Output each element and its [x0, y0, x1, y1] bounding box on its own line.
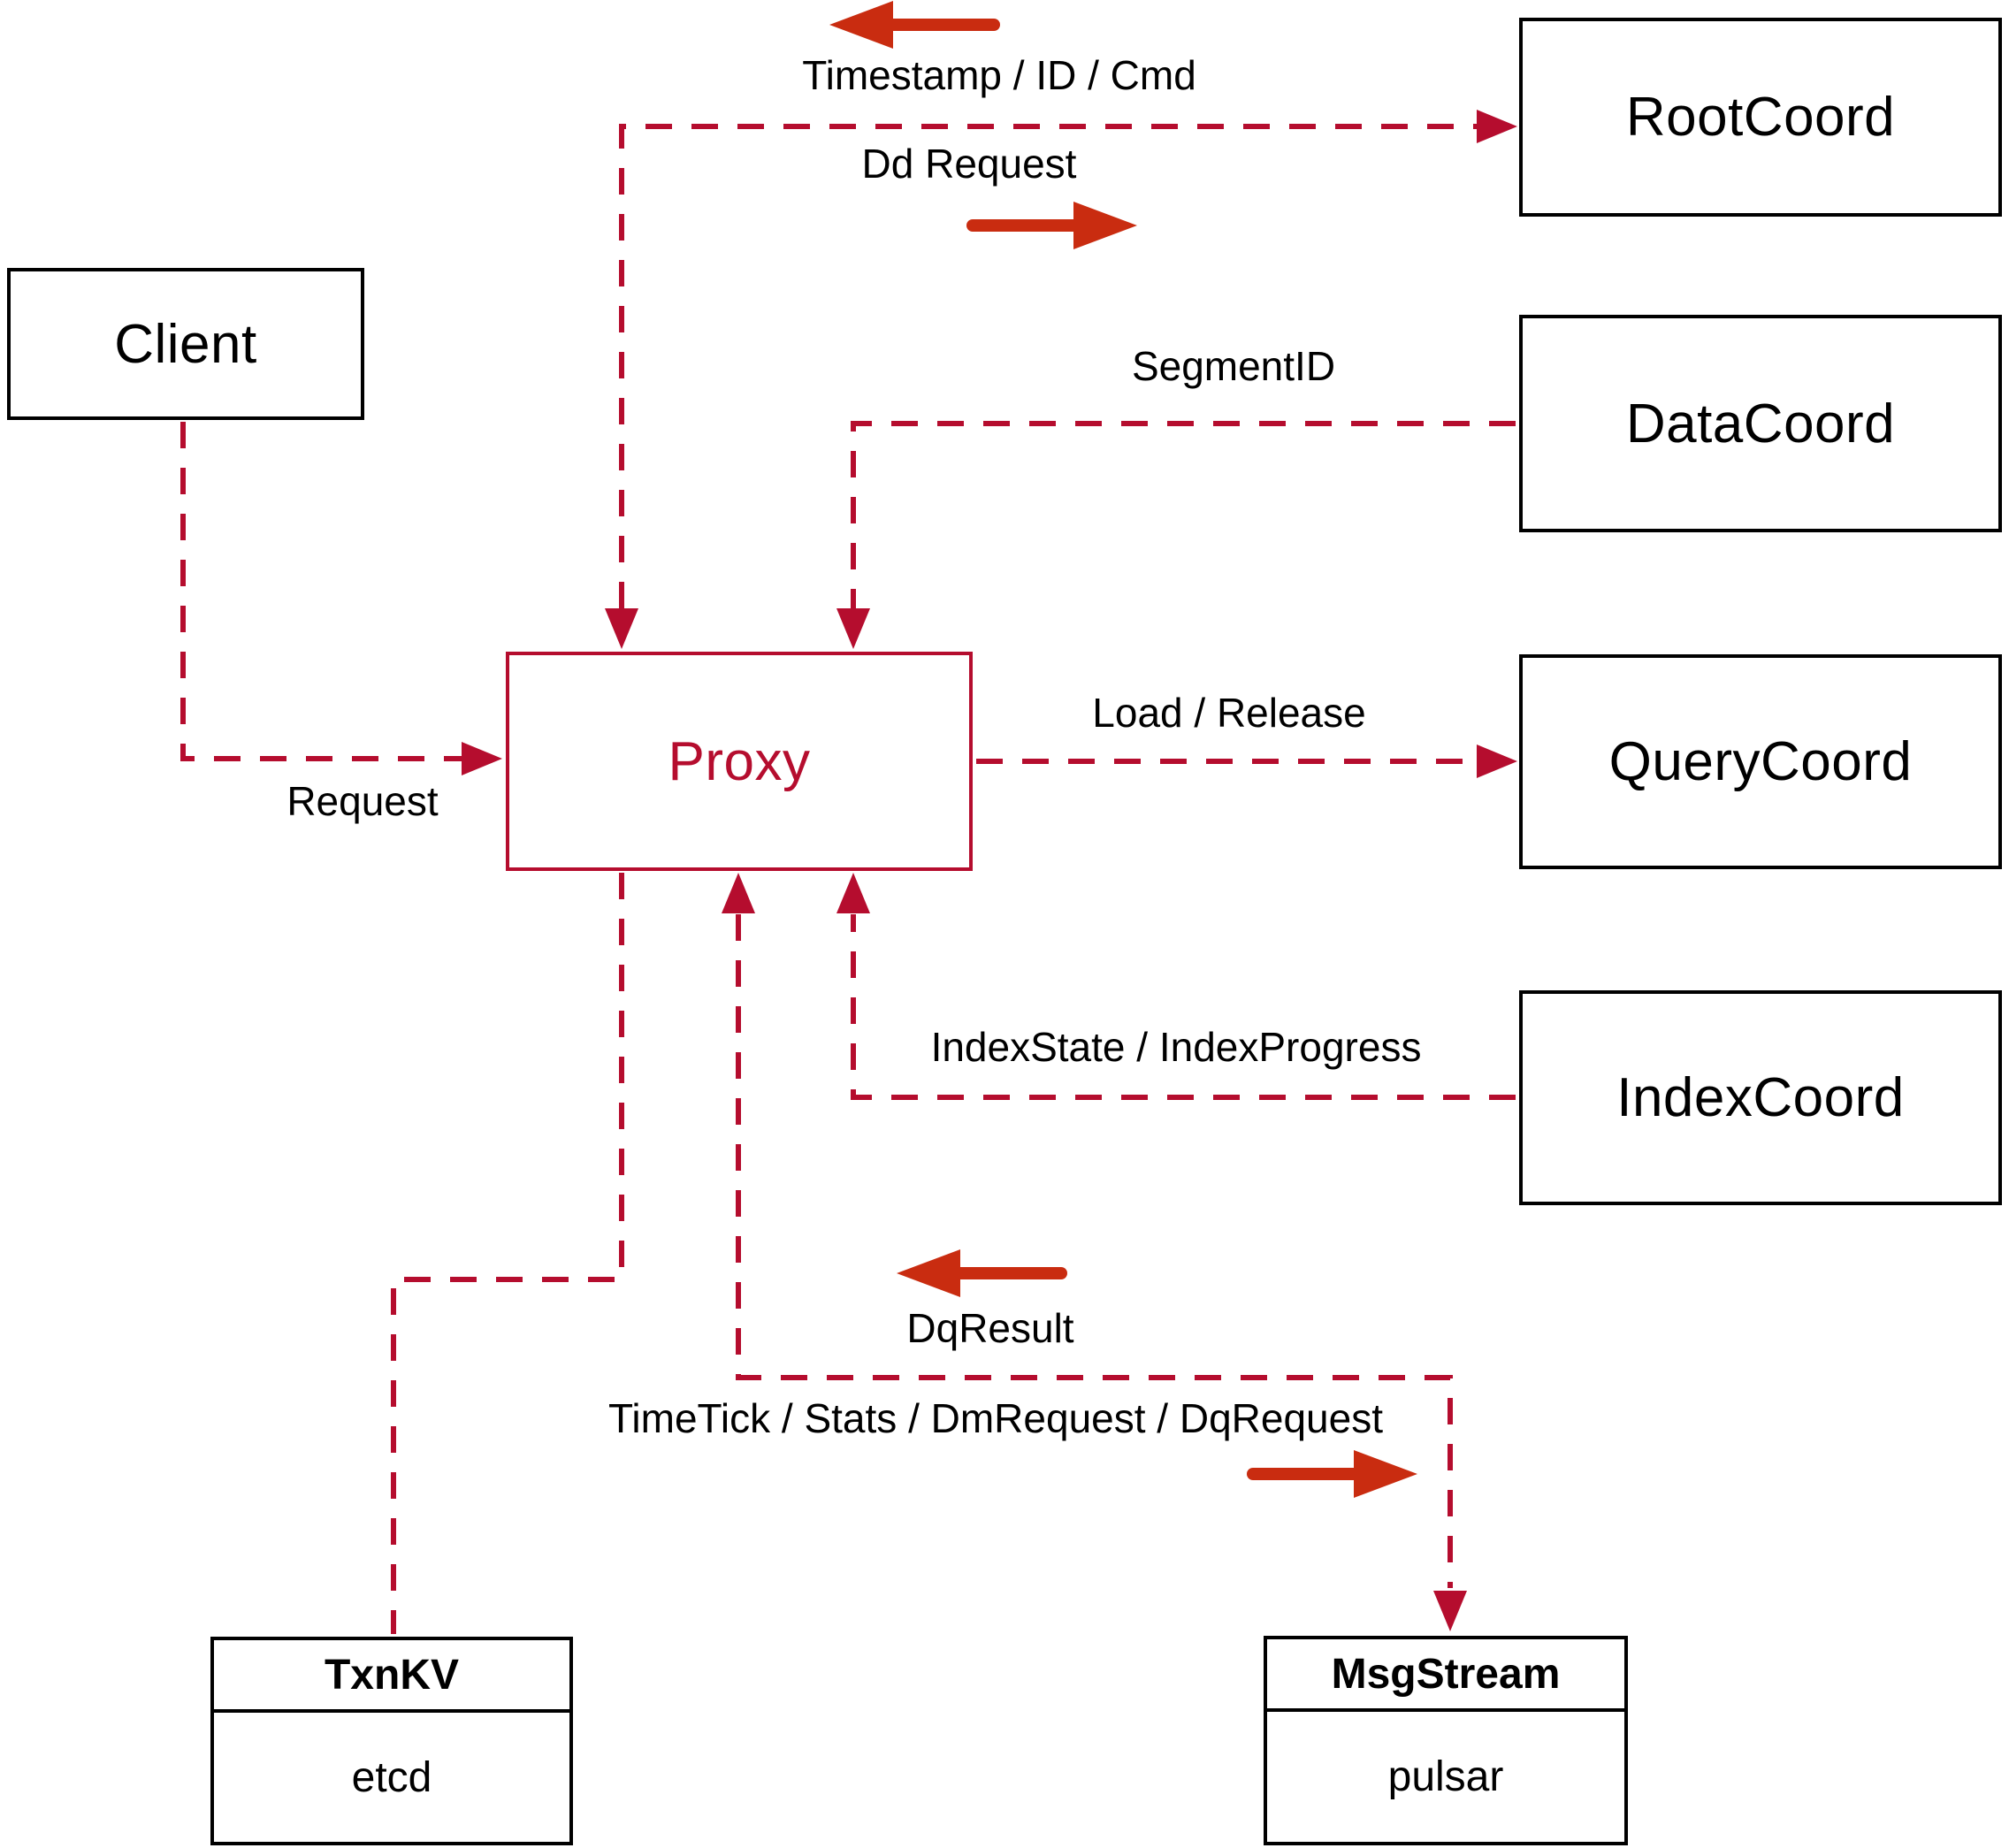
node-client: Client	[7, 268, 364, 420]
arrowhead-into-proxy-bottom-right	[836, 873, 870, 913]
node-txnkv-title: TxnKV	[214, 1640, 569, 1713]
edge-label-load-release: Load / Release	[1092, 690, 1366, 736]
edge-label-segment-id: SegmentID	[1131, 343, 1336, 389]
node-msgstream-title: MsgStream	[1267, 1639, 1624, 1712]
arrowhead-into-rootcoord	[1477, 110, 1517, 143]
direction-arrow-dqresult-left	[897, 1249, 1067, 1297]
node-msgstream-impl: pulsar	[1387, 1753, 1504, 1800]
node-txnkv: TxnKV etcd	[210, 1637, 573, 1845]
node-txnkv-impl: etcd	[351, 1753, 432, 1801]
arrowhead-into-proxy-top-right	[836, 608, 870, 649]
node-proxy-label: Proxy	[668, 730, 811, 792]
arrowhead-into-proxy-left	[462, 742, 502, 775]
direction-arrow-timetick-right	[1247, 1450, 1417, 1498]
node-client-label: Client	[114, 313, 257, 375]
connector-datacoord-proxy	[851, 421, 1516, 608]
node-datacoord: DataCoord	[1519, 315, 2002, 532]
edge-label-request: Request	[286, 778, 439, 824]
node-msgstream: MsgStream pulsar	[1264, 1636, 1628, 1845]
connector-client-proxy	[180, 422, 485, 761]
connector-proxy-txnkv	[391, 873, 624, 1634]
node-rootcoord-label: RootCoord	[1625, 87, 1896, 148]
node-datacoord-label: DataCoord	[1625, 393, 1896, 454]
connector-proxy-msgstream	[736, 914, 1453, 1588]
direction-arrow-timestamp-left	[829, 1, 1000, 49]
arrowhead-into-proxy-bottom-left	[722, 873, 755, 913]
node-indexcoord: IndexCoord	[1519, 990, 2002, 1205]
arrowhead-into-proxy-top-left	[605, 608, 638, 649]
edge-label-timestamp-id-cmd: Timestamp / ID / Cmd	[802, 52, 1196, 98]
arrowhead-into-msgstream	[1433, 1591, 1467, 1631]
node-proxy: Proxy	[506, 652, 973, 871]
direction-arrow-dd-request-right	[966, 202, 1137, 249]
edge-label-dd-request: Dd Request	[861, 141, 1077, 187]
edge-label-index-state: IndexState / IndexProgress	[930, 1024, 1422, 1070]
edge-label-timetick: TimeTick / Stats / DmRequest / DqRequest	[608, 1395, 1383, 1441]
node-querycoord: QueryCoord	[1519, 654, 2002, 869]
node-indexcoord-label: IndexCoord	[1616, 1067, 1905, 1128]
connector-proxy-rootcoord	[619, 124, 1503, 608]
edge-label-dq-result: DqResult	[906, 1305, 1074, 1351]
node-querycoord-label: QueryCoord	[1608, 731, 1913, 792]
connector-indexcoord-proxy	[851, 914, 1516, 1100]
arrowhead-into-querycoord	[1477, 745, 1517, 778]
node-rootcoord: RootCoord	[1519, 18, 2002, 217]
